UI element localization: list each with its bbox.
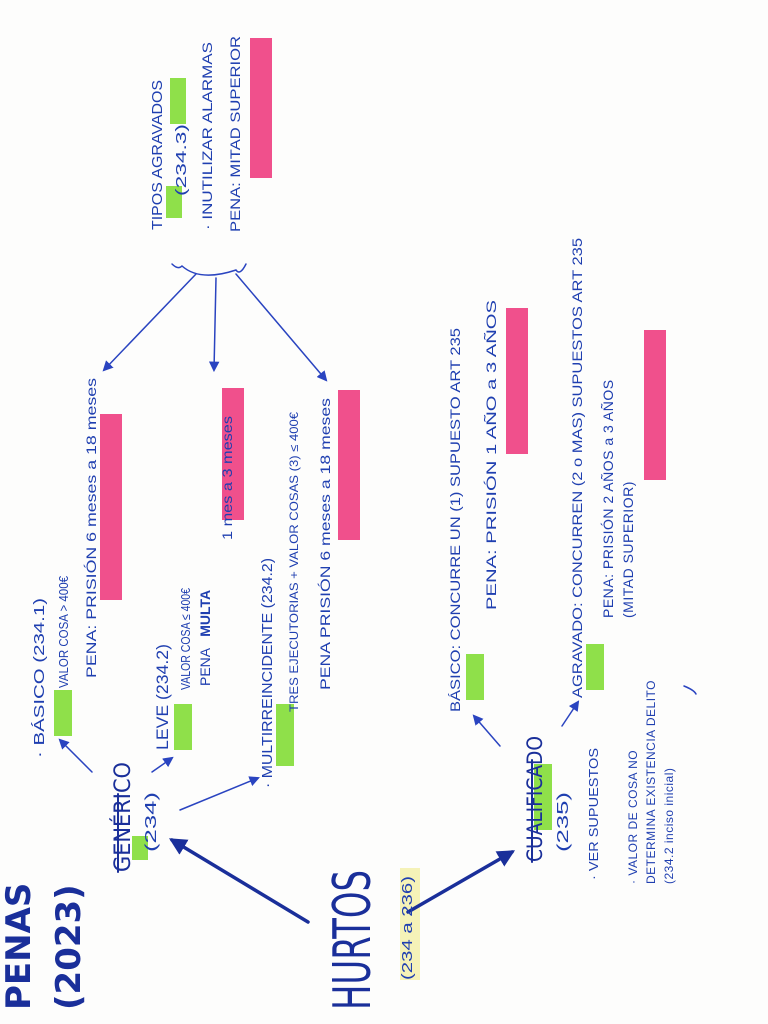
multi-title: · MULTIRREINCIDENTE (234.2) bbox=[259, 558, 276, 788]
header-title-line1: PENAS bbox=[0, 883, 39, 1010]
cagravado-title: AGRAVADO: CONCURREN (2 o MAS) SUPUESTOS … bbox=[569, 238, 585, 698]
arrow-cualificado-to-agravado bbox=[561, 700, 580, 727]
green-highlight-basico bbox=[54, 690, 72, 736]
arrow-root-to-cualificado bbox=[406, 850, 516, 914]
basico-line2: PENA: PRISIÓN 6 meses a 18 meses bbox=[83, 378, 99, 678]
green-highlight-multi bbox=[276, 704, 294, 766]
green-highlight-tipos-1 bbox=[166, 186, 182, 218]
arrow-generico-to-multi bbox=[179, 776, 260, 811]
tipos-article: (234.3) bbox=[173, 124, 190, 196]
generico-title: GENÉRICO bbox=[110, 762, 136, 872]
tipos-line2: PENA: MITAD SUPERIOR bbox=[227, 36, 243, 232]
leve-line2-suffix: 1 mes a 3 meses bbox=[219, 416, 235, 540]
cbasico-title: BÁSICO: CONCURRE UN (1) SUPUESTO ART 235 bbox=[447, 328, 463, 712]
bracket-note bbox=[683, 685, 697, 695]
arrow-tipos-to-basico bbox=[102, 273, 197, 372]
leve-line2: PENA MULTA bbox=[197, 590, 213, 686]
cualificado-title: CUALIFICADO bbox=[523, 736, 547, 862]
arrow-cualificado-to-basico bbox=[472, 714, 501, 747]
basico-line1: VALOR COSA > 400€ bbox=[56, 575, 71, 688]
green-highlight-cbasico bbox=[466, 654, 484, 700]
brace-tipos-agravados bbox=[171, 263, 247, 276]
cualificado-note1: · VER SUPUESTOS bbox=[586, 748, 601, 880]
leve-line2-emph: MULTA bbox=[197, 590, 213, 637]
arrow-generico-to-leve bbox=[151, 756, 174, 773]
cagravado-line1-box: PENA: PRISIÓN 2 AÑOS a 3 AÑOS (MITAD SUP… bbox=[600, 379, 636, 618]
pink-highlight-basico bbox=[100, 414, 122, 600]
green-highlight-tipos-2 bbox=[170, 78, 186, 124]
arrow-root-to-generico bbox=[169, 838, 310, 924]
green-highlight-leve bbox=[174, 704, 192, 750]
leve-line2-prefix: PENA bbox=[197, 647, 213, 686]
highlights bbox=[54, 38, 666, 980]
leve-title: LEVE (234.2) bbox=[153, 644, 172, 750]
arrow-tipos-to-multi bbox=[235, 273, 328, 382]
pink-highlight-cbasico bbox=[506, 308, 528, 454]
header-title-line2: (2023) bbox=[49, 884, 89, 1010]
multi-line1: TRES EJECUTORIAS + VALOR COSAS (3) ≤ 400… bbox=[287, 412, 301, 712]
green-highlight-cagravado bbox=[586, 644, 604, 690]
basico-title: · BÁSICO (234.1) bbox=[31, 598, 48, 758]
pink-highlight-multi bbox=[338, 390, 360, 540]
cbasico-line1: PENA: PRISIÓN 1 AÑO a 3 AÑOS bbox=[483, 300, 499, 610]
cualificado-note2: · VALOR DE COSA NO DETERMINA EXISTENCIA … bbox=[626, 680, 676, 884]
generico-article: (234) bbox=[143, 792, 160, 852]
arrow-generico-to-basico bbox=[58, 738, 93, 773]
root-subtitle: (234 a 236) bbox=[399, 876, 416, 980]
pink-highlight-leve bbox=[222, 388, 244, 520]
pink-highlight-cagravado bbox=[644, 330, 666, 480]
connectors bbox=[58, 263, 697, 924]
arrow-tipos-to-leve bbox=[208, 277, 220, 373]
leve-line1: VALOR COSA ≤ 400€ bbox=[178, 587, 193, 690]
cualificado-article: (235) bbox=[555, 792, 572, 852]
green-highlight-generico bbox=[132, 836, 148, 860]
multi-line2: PENA PRISIÓN 6 meses a 18 meses bbox=[317, 398, 333, 690]
tipos-line1: · INUTILIZAR ALARMAS bbox=[199, 42, 215, 230]
pink-highlight-tipos bbox=[250, 38, 272, 178]
root-title: HURTOS bbox=[323, 870, 383, 1010]
yellow-highlight-root bbox=[400, 868, 420, 980]
cagravado-line1: PENA: PRISIÓN 2 AÑOS a 3 AÑOS (MITAD SUP… bbox=[600, 379, 636, 618]
cualificado-note2-box: · VALOR DE COSA NO DETERMINA EXISTENCIA … bbox=[626, 680, 676, 884]
green-highlight-cualificado bbox=[534, 764, 552, 830]
tipos-title: TIPOS AGRAVADOS bbox=[149, 80, 166, 230]
